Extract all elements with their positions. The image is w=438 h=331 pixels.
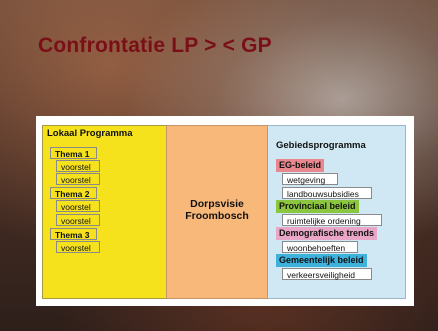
lokaal-item: Thema 3	[50, 228, 97, 240]
gebied-header: Gebiedsprogramma	[276, 140, 366, 151]
lokaal-item: voorstel	[56, 241, 100, 253]
category-gemeentelijk-beleid: Gemeentelijk beleid	[276, 254, 367, 267]
gebied-item: woonbehoeften	[282, 241, 358, 253]
center-line-1: Dorpsvisie	[190, 198, 244, 210]
category-demografische-trends: Demografische trends	[276, 227, 378, 240]
lokaal-item: Thema 2	[50, 187, 97, 199]
center-line-2: Froombosch	[185, 210, 249, 222]
dorpsvisie-label: Dorpsvisie Froombosch	[166, 198, 268, 222]
lokaal-programma-area	[42, 125, 168, 299]
lokaal-item: Thema 1	[50, 147, 97, 159]
gebied-item: wetgeving	[282, 173, 338, 185]
gebied-item: verkeersveiligheid	[282, 268, 372, 280]
lokaal-header: Lokaal Programma	[47, 128, 133, 139]
lokaal-item: voorstel	[56, 214, 100, 226]
gebied-item: landbouwsubsidies	[282, 187, 372, 199]
lokaal-item: voorstel	[56, 160, 100, 172]
lokaal-item: voorstel	[56, 173, 100, 185]
overlap-area	[166, 125, 268, 299]
lokaal-item: voorstel	[56, 200, 100, 212]
slide-title: Confrontatie LP > < GP	[38, 34, 272, 57]
category-provinciaal-beleid: Provinciaal beleid	[276, 200, 359, 213]
diagram-panel: Lokaal Programma Gebiedsprogramma Thema …	[36, 116, 414, 306]
category-eg-beleid: EG-beleid	[276, 159, 325, 172]
gebied-item: ruimtelijke ordening	[282, 214, 382, 226]
